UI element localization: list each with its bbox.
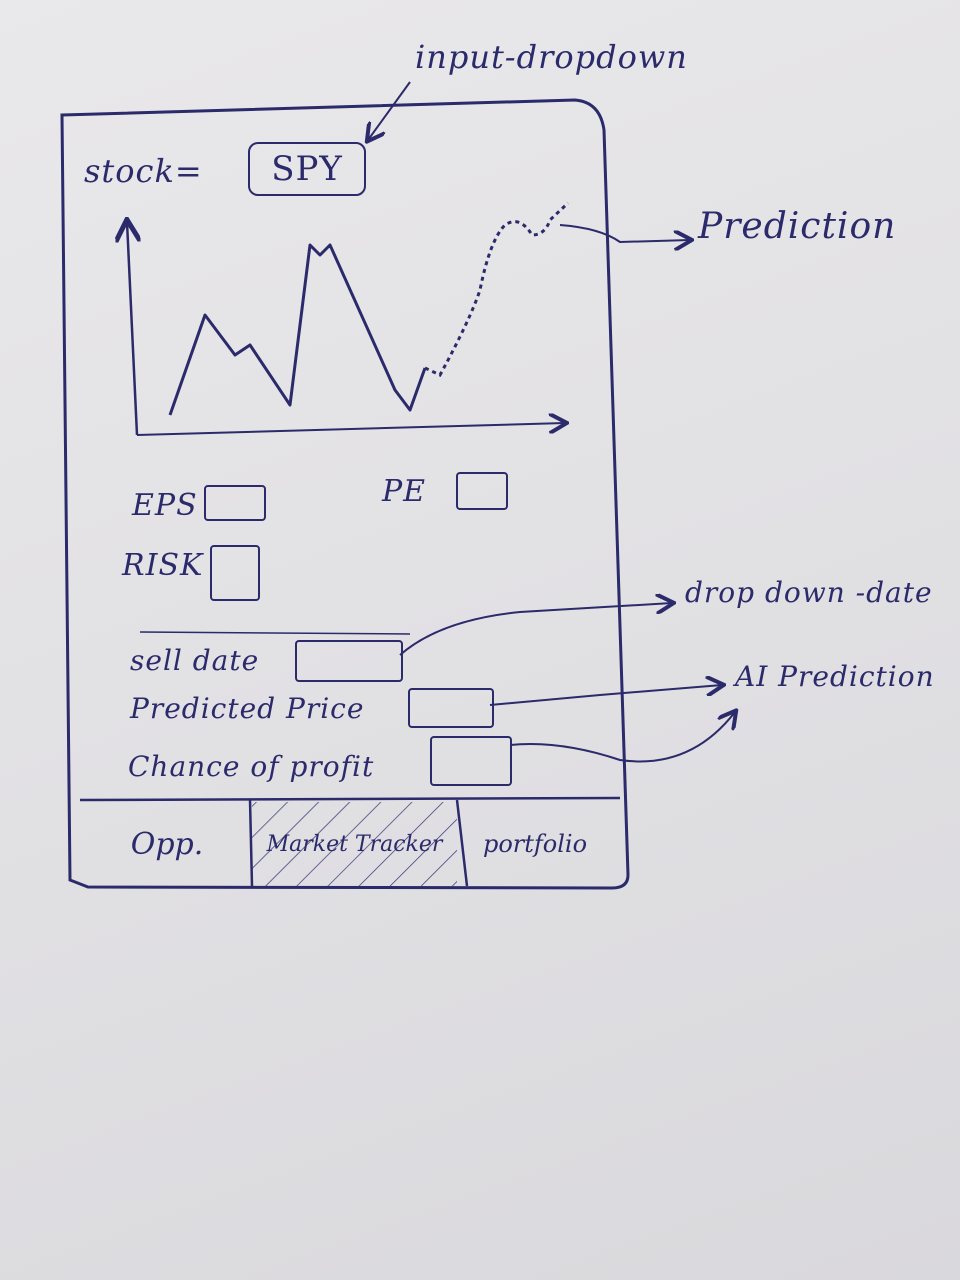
pe-label: PE [382,474,427,509]
chance-of-profit-box [430,736,512,786]
tab-portfolio[interactable]: portfolio [460,802,610,886]
eps-label: EPS [132,488,198,523]
predicted-price-label: Predicted Price [130,692,365,725]
risk-value-box [210,545,260,601]
y-axis [127,222,137,436]
prediction-arrow [559,224,690,242]
sell-date-dropdown[interactable] [295,640,403,682]
section-divider [139,631,411,635]
phone-frame [60,98,630,890]
tab-divider-2 [455,799,469,887]
tab-portfolio-label: portfolio [482,830,588,858]
eps-value-box [204,485,266,521]
chance-of-profit-label: Chance of profit [128,750,375,783]
tab-divider-1 [248,799,254,887]
tab-opp[interactable]: Opp. [84,802,250,886]
x-axis [136,423,565,436]
ai-prediction-arrow-2 [509,712,735,763]
predicted-price-box [408,688,494,728]
prediction-annotation: Prediction [698,206,897,247]
market-tracker-hatch [252,802,457,886]
stock-label: stock= [84,152,203,190]
sell-date-label: sell date [130,644,260,677]
price-line [168,243,427,416]
ai-prediction-arrow-1 [489,685,722,706]
risk-label: RISK [122,548,204,583]
dropdown-date-annotation: drop down -date [685,576,933,609]
ai-prediction-annotation: AI Prediction [735,660,935,693]
tab-market-tracker[interactable]: Market Tracker [252,802,457,886]
tab-market-tracker-label: Market Tracker [266,831,443,857]
input-dropdown-annotation: input-dropdown [415,38,688,76]
tab-bar-top-line [79,796,621,802]
prediction-line [424,201,570,377]
dropdown-date-arrow [399,603,672,656]
tab-opp-label: Opp. [130,826,204,862]
stock-dropdown[interactable]: SPY [248,142,366,196]
input-dropdown-arrow [368,81,411,140]
pe-value-box [456,472,508,510]
stock-value: SPY [271,149,343,189]
